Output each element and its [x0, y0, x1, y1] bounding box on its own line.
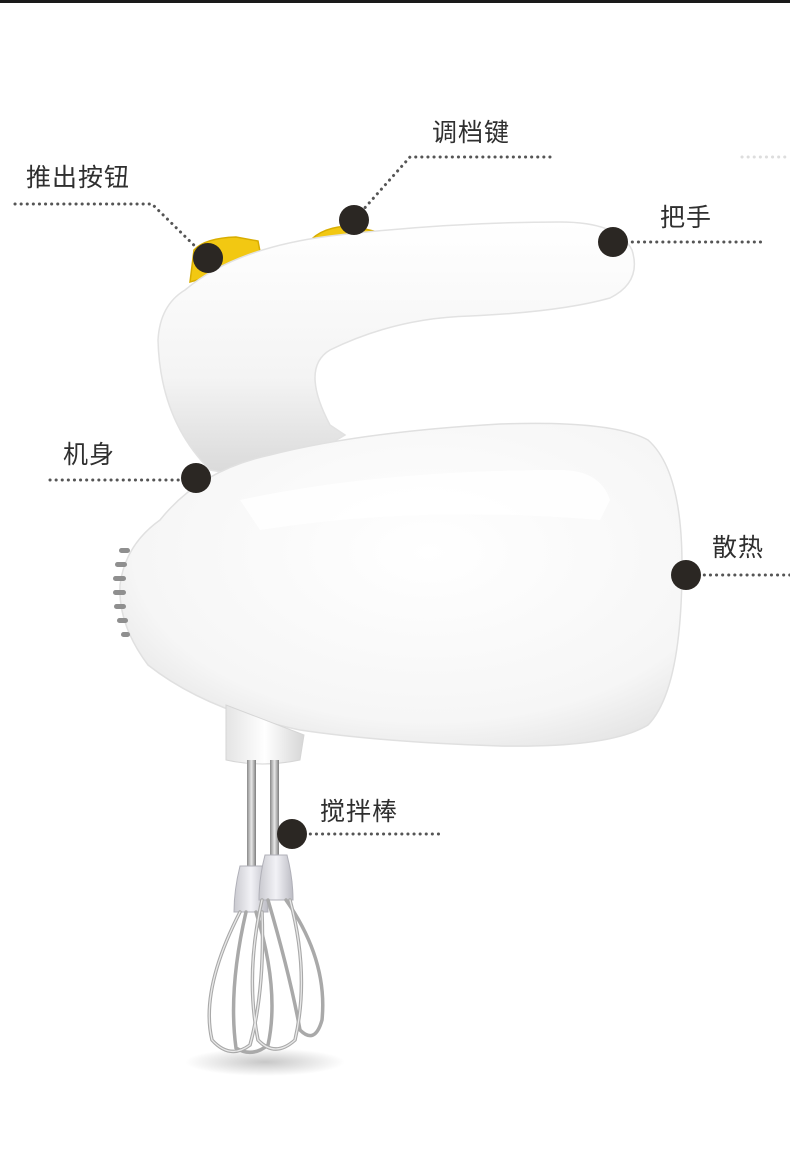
leader-push-button	[13, 202, 209, 260]
marker-handle	[598, 227, 628, 257]
vent-slots	[113, 548, 130, 637]
whisk-wires	[207, 898, 325, 1055]
callout-markers	[181, 205, 701, 849]
label-push-button: 推出按钮	[26, 163, 131, 192]
marker-push-button	[193, 243, 223, 273]
marker-vent	[671, 560, 701, 590]
beater-shaft-left	[247, 760, 256, 870]
marker-speed-key	[339, 205, 369, 235]
marker-beater	[277, 819, 307, 849]
top-border	[0, 0, 790, 3]
label-speed-key: 调档键	[432, 118, 511, 147]
whisk-wire-highlights	[208, 899, 303, 1052]
beater-shaft-right	[270, 760, 279, 860]
label-handle: 把手	[660, 203, 713, 232]
body-highlight	[240, 470, 610, 530]
leader-speed-key	[352, 155, 552, 222]
floor-shadow	[185, 1048, 345, 1076]
label-body: 机身	[63, 440, 116, 469]
mixer-handle	[157, 221, 636, 481]
label-beater: 搅拌棒	[320, 797, 399, 826]
mixer-neck	[225, 704, 305, 765]
beater-cap-right	[258, 854, 294, 901]
marker-body	[181, 463, 211, 493]
label-vent: 散热	[712, 533, 765, 562]
leader-lines	[13, 155, 790, 836]
